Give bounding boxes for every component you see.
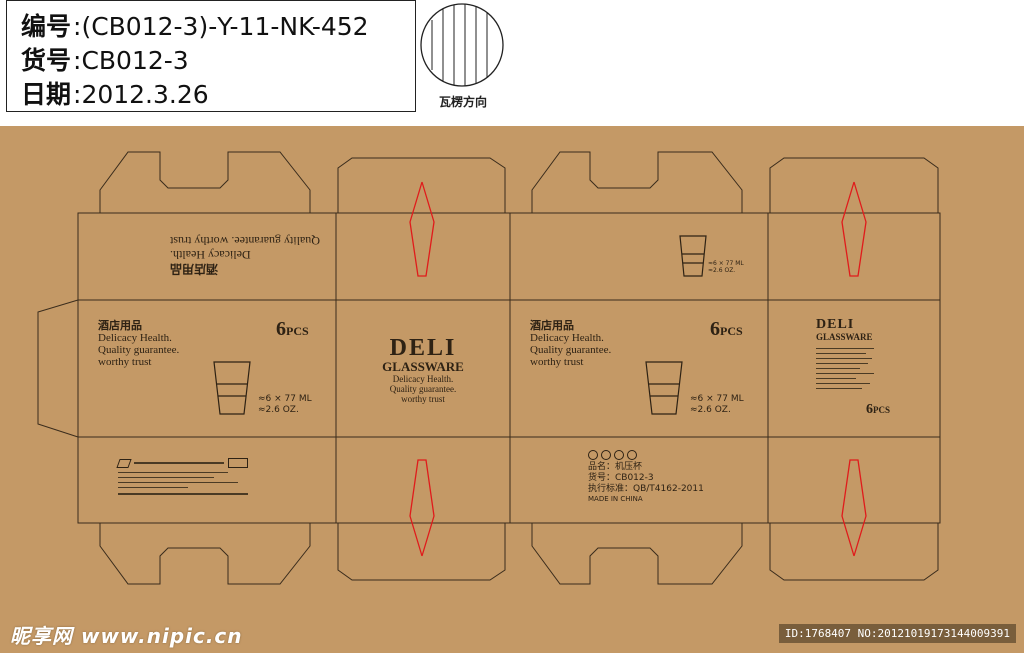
dishwasher-icon bbox=[601, 450, 611, 460]
panel4-fineprint bbox=[816, 344, 880, 393]
panel1-text: 酒店用品 Delicacy Health. Quality guarantee.… bbox=[98, 320, 179, 368]
flipped-line2: Quality guarantee. worthy trust bbox=[170, 234, 320, 248]
watermark-left: 昵享网 www.nipic.cn bbox=[10, 624, 243, 648]
panel4-pcs-unit: PCS bbox=[873, 405, 891, 415]
panel3-line1: Delicacy Health. bbox=[530, 332, 604, 344]
flipped-line1: Delicacy Health. bbox=[170, 248, 251, 262]
safety-icons-row bbox=[588, 450, 637, 460]
brand-tag3: worthy trust bbox=[401, 394, 445, 404]
watermark-right: ID:1768407 NO:20121019173144009391 bbox=[778, 624, 1016, 643]
product-standard: 执行标准：QB/T4162-2011 bbox=[588, 484, 704, 494]
brand-tag2: Quality guarantee. bbox=[389, 384, 457, 394]
panel4-brand-sub: GLASSWARE bbox=[816, 332, 873, 342]
food-safe-icon bbox=[588, 450, 598, 460]
item-row: 货号:CB012-3 bbox=[21, 41, 189, 77]
certification-badge-icon bbox=[228, 458, 248, 468]
panel3-size: ≈6 × 77 ML bbox=[690, 394, 744, 404]
panel1-line2: Quality guarantee. bbox=[98, 344, 180, 356]
panel1-volume: ≈2.6 OZ. bbox=[258, 405, 299, 415]
code-value: :(CB012-3)-Y-11-NK-452 bbox=[73, 12, 369, 41]
flipped-text-block: 酒店用品 Delicacy Health. Quality guarantee.… bbox=[170, 234, 320, 276]
panel4-pcs: 6PCS bbox=[866, 400, 890, 418]
panel3-volume: ≈2.6 OZ. bbox=[690, 405, 731, 415]
product-code: 货号：CB012-3 bbox=[588, 473, 654, 483]
made-in: MADE IN CHINA bbox=[588, 495, 643, 503]
panel3-line3: worthy trust bbox=[530, 356, 584, 368]
product-name: 品名：机压杯 bbox=[588, 462, 643, 472]
recycle-icon bbox=[627, 450, 637, 460]
panel1-pcs-num: 6 bbox=[276, 318, 286, 340]
panel3-text: 酒店用品 Delicacy Health. Quality guarantee.… bbox=[530, 320, 611, 368]
panel3-pcs-unit: PCS bbox=[720, 324, 743, 338]
flute-direction-label: 瓦楞方向 bbox=[438, 95, 487, 109]
diamond-logo-icon bbox=[116, 458, 132, 468]
panel4-brand-name: DELI bbox=[816, 317, 855, 332]
panel1-line1: Delicacy Health. bbox=[98, 332, 172, 344]
code-label: 编号 bbox=[21, 12, 72, 41]
brand-sub: GLASSWARE bbox=[382, 359, 464, 374]
date-row: 日期:2012.3.26 bbox=[21, 75, 209, 111]
panel4-pcs-num: 6 bbox=[866, 402, 873, 417]
panel1-pcs-unit: PCS bbox=[286, 324, 309, 338]
kraft-board bbox=[0, 126, 1024, 653]
date-label: 日期 bbox=[21, 80, 72, 109]
glass-icons bbox=[213, 235, 707, 415]
panel3-top-size: ≈6 × 77 ML bbox=[708, 260, 744, 267]
flute-direction-icon bbox=[420, 3, 504, 87]
panel4-brand: DELI GLASSWARE bbox=[816, 317, 873, 343]
item-value: :CB012-3 bbox=[73, 46, 189, 75]
panel1-pcs: 6PCS bbox=[276, 318, 309, 341]
brand-name: DELI bbox=[389, 335, 457, 361]
panel3-pcs-num: 6 bbox=[710, 318, 720, 340]
panel1-spec: ≈6 × 77 ML ≈2.6 OZ. bbox=[258, 394, 312, 416]
flipped-cn: 酒店用品 bbox=[170, 262, 219, 276]
panel3-spec: ≈6 × 77 ML ≈2.6 OZ. bbox=[690, 394, 744, 416]
panel3-cn: 酒店用品 bbox=[530, 320, 574, 332]
item-label: 货号 bbox=[21, 46, 72, 75]
panel3-line2: Quality guarantee. bbox=[530, 344, 612, 356]
panel3-top-spec: ≈6 × 77 ML ≈2.6 OZ. bbox=[708, 260, 744, 274]
code-row: 编号:(CB012-3)-Y-11-NK-452 bbox=[21, 7, 369, 43]
spec-info-box: 编号:(CB012-3)-Y-11-NK-452 货号:CB012-3 日期:2… bbox=[6, 0, 416, 112]
panel1-cn: 酒店用品 bbox=[98, 320, 142, 332]
company-info-block bbox=[116, 458, 258, 500]
panel1-size: ≈6 × 77 ML bbox=[258, 394, 312, 404]
brand-tag1: Delicacy Health. bbox=[392, 374, 454, 384]
panel3-top-volume: ≈2.6 OZ. bbox=[708, 267, 736, 274]
date-value: :2012.3.26 bbox=[73, 80, 209, 109]
panel3-pcs: 6PCS bbox=[710, 318, 743, 341]
panel2-brand: DELI GLASSWARE Delicacy Health. Quality … bbox=[350, 336, 496, 404]
panel1-line3: worthy trust bbox=[98, 356, 152, 368]
glass-symbol-icon bbox=[614, 450, 624, 460]
product-details: 品名：机压杯 货号：CB012-3 执行标准：QB/T4162-2011 MAD… bbox=[588, 462, 704, 504]
